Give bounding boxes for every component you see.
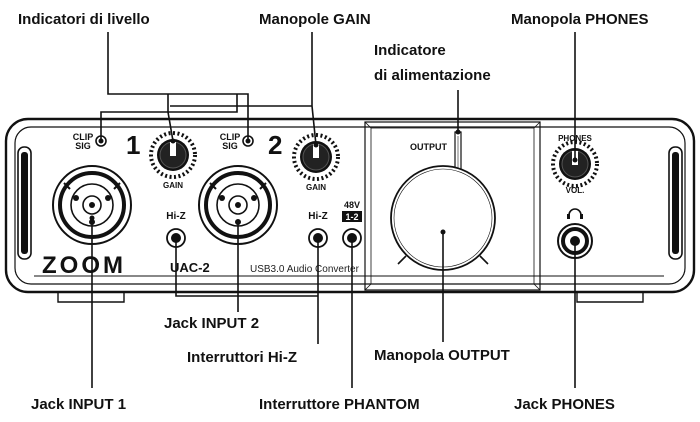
- phantom-voltage-label: 48V: [344, 200, 360, 210]
- phantom-channels-label: 1-2: [345, 212, 358, 222]
- ch2-clip-label: CLIP: [220, 132, 241, 142]
- brand-logo: ZOOM: [42, 252, 126, 279]
- ch1-gain-label: GAIN: [163, 181, 183, 190]
- ch1-silkscreen: CLIP SIG 1: [73, 130, 141, 160]
- ch1-sig-label: SIG: [75, 141, 91, 151]
- ch2-number: 2: [268, 130, 282, 160]
- ch1-number: 1: [126, 130, 140, 160]
- callout-labels: Indicatori di livello Manopole GAIN Mano…: [18, 11, 649, 413]
- ch1-clip-label: CLIP: [73, 132, 94, 142]
- headphones-icon: [567, 208, 583, 219]
- callout-gain-knobs: Manopole GAIN: [259, 11, 371, 28]
- callout-input1-jack: Jack INPUT 1: [31, 396, 126, 413]
- ch2-gain-knob[interactable]: GAIN: [292, 133, 340, 192]
- model-name: UAC-2: [170, 260, 210, 275]
- output-panel: [364, 121, 541, 291]
- callout-power-indicator-2: di alimentazione: [374, 67, 491, 84]
- ch1-gain-knob[interactable]: GAIN: [149, 131, 197, 190]
- ch2-sig-label: SIG: [222, 141, 238, 151]
- callout-phones-jack: Jack PHONES: [514, 396, 615, 413]
- callout-lines: [89, 32, 578, 388]
- output-label: OUTPUT: [410, 142, 448, 152]
- input1-jack[interactable]: [52, 165, 132, 245]
- ch1-hiz-label: Hi-Z: [166, 211, 185, 222]
- brand-block: ZOOM UAC-2 USB3.0 Audio Converter: [42, 252, 360, 279]
- callout-hiz-switches: Interruttori Hi-Z: [187, 349, 297, 366]
- ch2-gain-label: GAIN: [306, 183, 326, 192]
- input2-jack[interactable]: [198, 165, 278, 245]
- callout-phantom-switch: Interruttore PHANTOM: [259, 396, 420, 413]
- callout-output-knob: Manopola OUTPUT: [374, 347, 510, 364]
- callout-power-indicator-1: Indicatore: [374, 42, 446, 59]
- callout-phones-knob: Manopola PHONES: [511, 11, 649, 28]
- model-subtitle: USB3.0 Audio Converter: [250, 264, 360, 275]
- ch2-hiz-label: Hi-Z: [308, 211, 327, 222]
- vol-label: VOL.: [566, 186, 585, 195]
- ch2-silkscreen: CLIP SIG 2: [220, 130, 283, 160]
- callout-level-indicators: Indicatori di livello: [18, 11, 150, 28]
- callout-input2-jack: Jack INPUT 2: [164, 315, 259, 332]
